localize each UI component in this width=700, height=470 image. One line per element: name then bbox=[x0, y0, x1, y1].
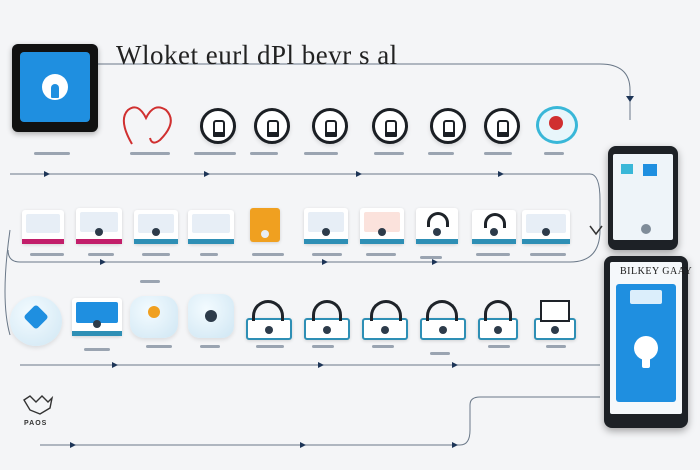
person-icon bbox=[188, 294, 234, 338]
caption-bar bbox=[304, 152, 338, 155]
padlock-shackle bbox=[426, 300, 458, 321]
caption-bar bbox=[544, 152, 564, 155]
shield-icon bbox=[10, 296, 62, 346]
arrow bbox=[112, 362, 118, 368]
padlock-icon bbox=[534, 318, 576, 340]
padlock-icon bbox=[246, 318, 292, 340]
caption-bar bbox=[34, 152, 70, 155]
caption-bar bbox=[546, 345, 566, 348]
lock-icon bbox=[430, 108, 466, 144]
arrow bbox=[452, 442, 458, 448]
bottom-label: PAOS bbox=[24, 420, 48, 427]
laptop-icon bbox=[360, 208, 404, 244]
lock-icon bbox=[484, 108, 520, 144]
caption-bar bbox=[146, 345, 172, 348]
laptop-icon bbox=[22, 210, 64, 244]
lock-icon bbox=[200, 108, 236, 144]
tablet-icon bbox=[608, 146, 678, 250]
caption-bar bbox=[142, 253, 170, 256]
caption-bar bbox=[312, 345, 334, 348]
arrow bbox=[70, 442, 76, 448]
phone-label: BILKEY GAAY bbox=[620, 266, 693, 277]
app-icon bbox=[12, 44, 98, 132]
bottom-flow-line bbox=[40, 396, 600, 446]
laptop-icon bbox=[522, 210, 570, 244]
laptop-icon bbox=[76, 208, 122, 244]
laptop-icon bbox=[304, 208, 348, 244]
keyhole-icon bbox=[42, 74, 68, 100]
caption-bar bbox=[256, 345, 284, 348]
laptop-icon bbox=[472, 210, 516, 244]
laptop-icon bbox=[416, 208, 458, 244]
diagram-title: Wloket eurl dPl bevr s al bbox=[116, 40, 398, 70]
caption-bar bbox=[530, 253, 566, 256]
caption-bar bbox=[30, 253, 64, 256]
arrow bbox=[626, 96, 634, 102]
caption-bar bbox=[372, 345, 394, 348]
padlock-shackle bbox=[370, 300, 402, 321]
phone-lock-icon bbox=[604, 256, 688, 428]
arrow bbox=[300, 442, 306, 448]
arrow bbox=[498, 171, 504, 177]
caption-bar bbox=[88, 253, 114, 256]
caption-bar bbox=[430, 352, 450, 355]
caption-bar bbox=[484, 152, 512, 155]
caption-bar bbox=[140, 280, 160, 283]
lock-icon bbox=[312, 108, 348, 144]
caption-bar bbox=[130, 152, 170, 155]
arrow bbox=[204, 171, 210, 177]
padlock-shackle bbox=[484, 300, 512, 321]
shield-icon bbox=[536, 106, 578, 144]
padlock-shackle bbox=[312, 300, 342, 321]
arrow bbox=[100, 259, 106, 265]
padlock-icon bbox=[304, 318, 350, 340]
arrow bbox=[322, 259, 328, 265]
chevron-icon bbox=[589, 225, 603, 236]
caption-bar bbox=[374, 152, 404, 155]
laptop-icon bbox=[72, 298, 122, 336]
caption-bar bbox=[252, 253, 284, 256]
lock-icon bbox=[254, 108, 290, 144]
arrow bbox=[318, 362, 324, 368]
arrow bbox=[452, 362, 458, 368]
caption-bar bbox=[312, 253, 342, 256]
padlock-icon bbox=[478, 318, 518, 340]
caption-bar bbox=[200, 345, 220, 348]
gear-icon bbox=[23, 395, 54, 415]
laptop-icon bbox=[188, 210, 234, 244]
top-connector bbox=[90, 63, 631, 120]
caption-bar bbox=[84, 348, 110, 351]
arrow bbox=[432, 259, 438, 265]
person-icon bbox=[130, 296, 178, 338]
row3-flow-line bbox=[4, 229, 11, 336]
caption-bar bbox=[420, 256, 442, 259]
caption-bar bbox=[428, 152, 454, 155]
padlock-icon bbox=[420, 318, 466, 340]
arrow bbox=[356, 171, 362, 177]
caption-bar bbox=[200, 253, 218, 256]
lock-icon bbox=[372, 108, 408, 144]
padlock-shackle bbox=[252, 300, 284, 321]
row1-flow-line bbox=[7, 173, 601, 263]
heart-icon bbox=[122, 106, 172, 145]
display-icon bbox=[540, 300, 570, 322]
laptop-icon bbox=[134, 210, 178, 244]
caption-bar bbox=[476, 253, 510, 256]
caption-bar bbox=[194, 152, 236, 155]
caption-bar bbox=[366, 253, 396, 256]
caption-bar bbox=[488, 345, 510, 348]
arrow bbox=[44, 171, 50, 177]
laptop-icon bbox=[250, 208, 280, 242]
padlock-icon bbox=[362, 318, 408, 340]
caption-bar bbox=[250, 152, 278, 155]
